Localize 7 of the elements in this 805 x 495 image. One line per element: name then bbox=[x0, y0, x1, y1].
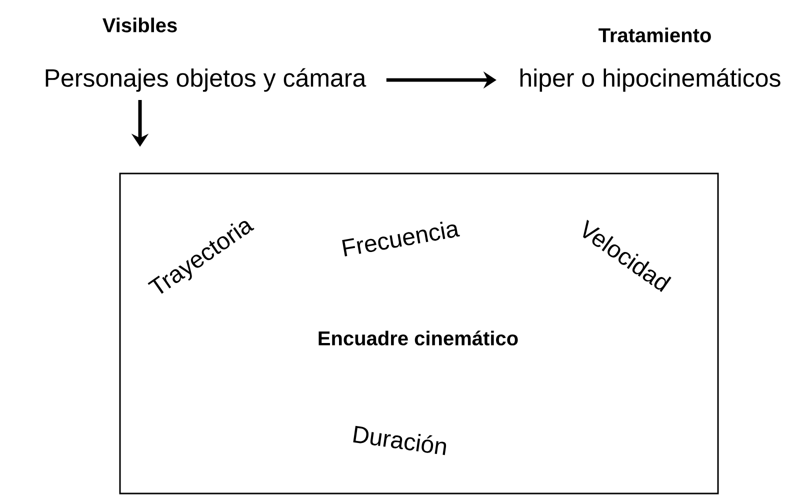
box-title: Encuadre cinemático bbox=[318, 330, 518, 346]
text-label: hiper o hipocinemáticos bbox=[520, 68, 780, 92]
rotated-label: Duración bbox=[353, 426, 446, 456]
heading: Tratamiento bbox=[598, 28, 711, 42]
rotated-label: Frecuencia bbox=[342, 222, 460, 256]
heading: Visibles bbox=[102, 18, 177, 32]
text-label: Personajes objetos y cámara bbox=[46, 68, 366, 92]
